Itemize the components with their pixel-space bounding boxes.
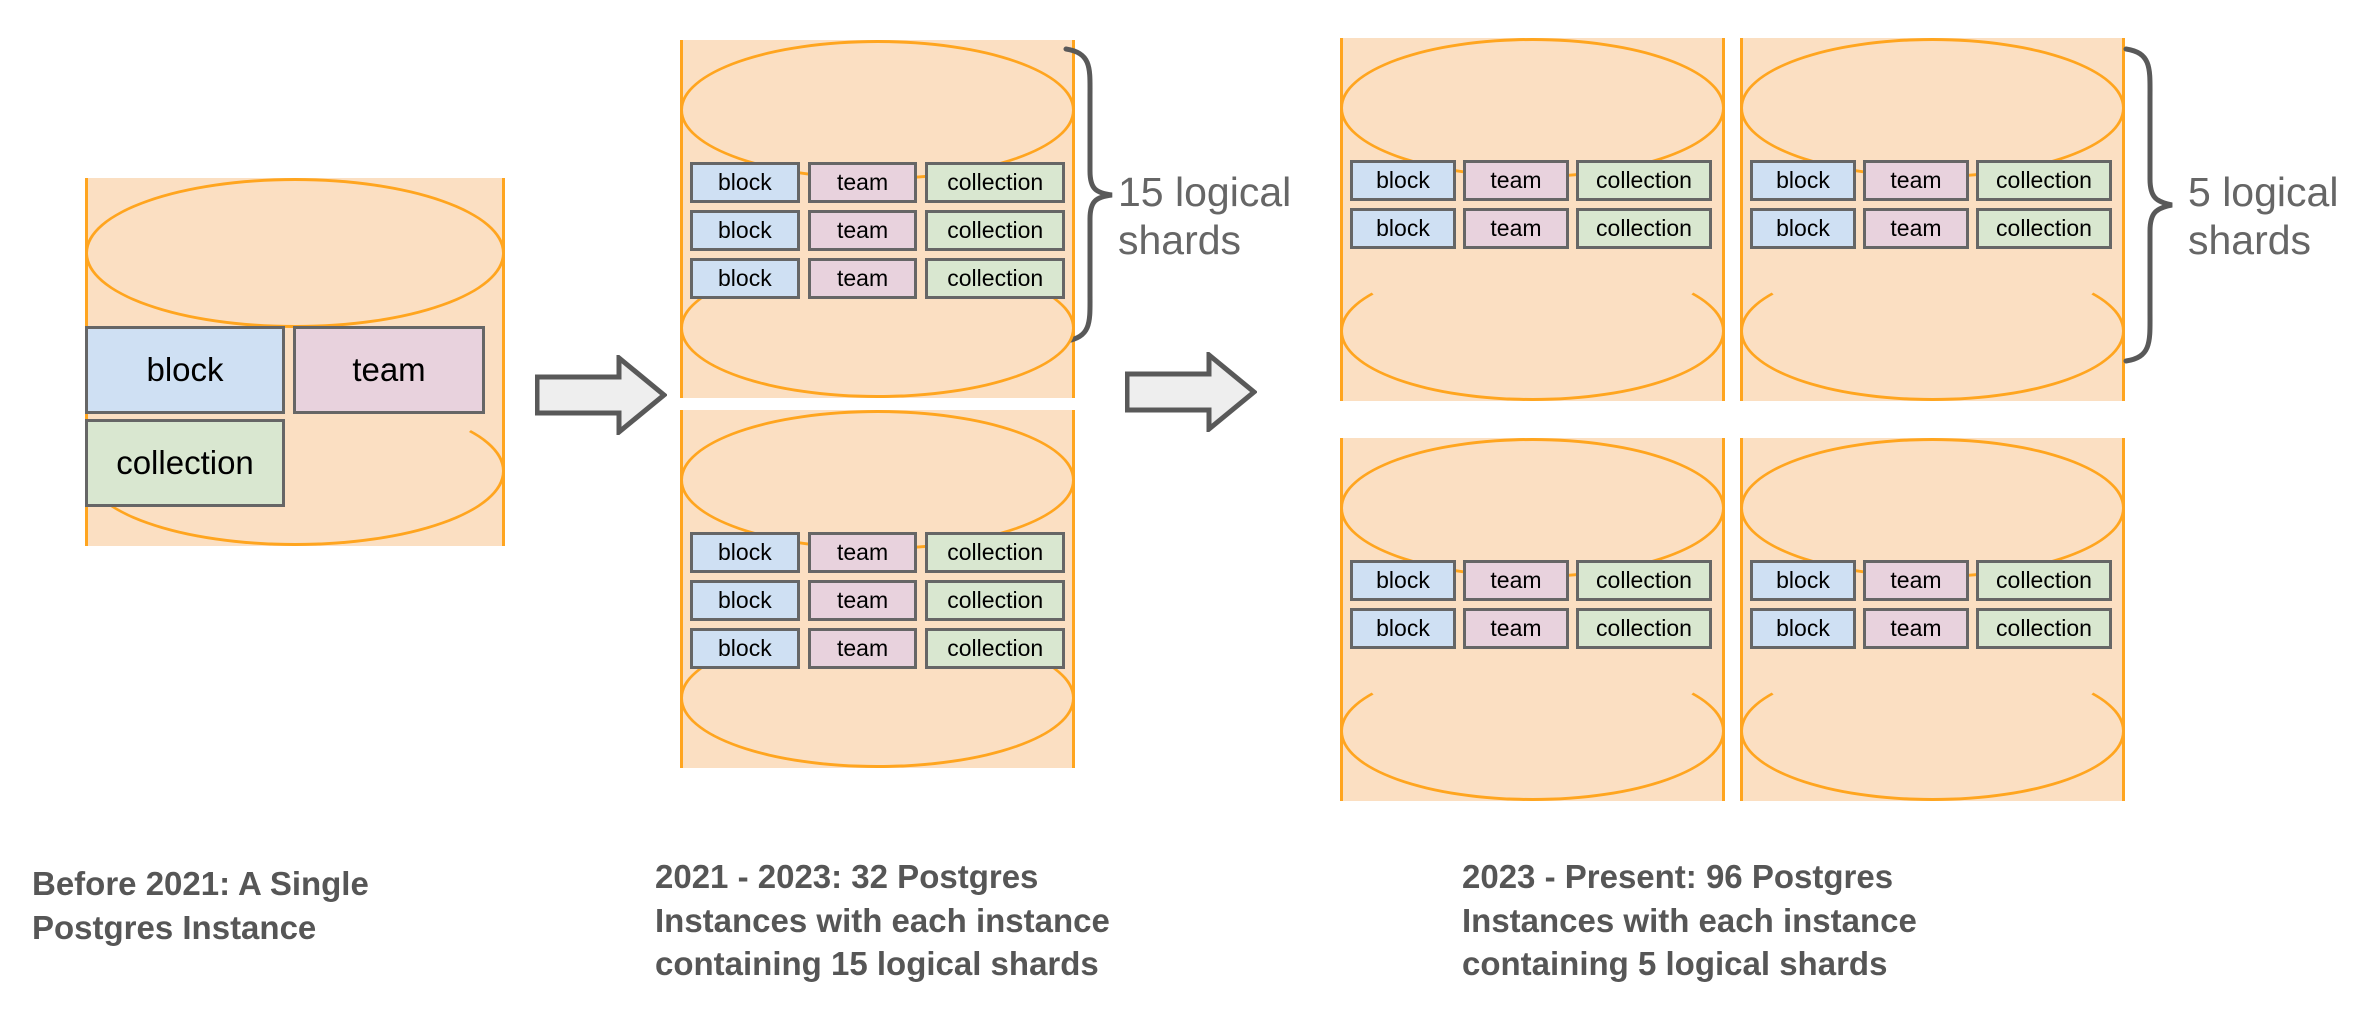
table-box-collection: collection (1976, 160, 2112, 201)
cylinder-top-cap (85, 178, 505, 328)
table-box-team: team (1463, 160, 1569, 201)
table-box-team: team (807, 258, 918, 299)
shard-row: block team collection (1750, 560, 2115, 601)
table-box-team: team (807, 628, 918, 669)
table-box-collection: collection (1976, 208, 2112, 249)
cylinder-top-cap (1740, 438, 2125, 578)
table-box-collection: collection (925, 210, 1066, 251)
table-box-team: team (1463, 608, 1569, 649)
table-box-block: block (1750, 208, 1856, 249)
table-box-collection: collection (925, 162, 1066, 203)
table-box-collection: collection (85, 419, 285, 507)
right-arrow-icon (534, 352, 668, 438)
table-box-team: team (1863, 160, 1969, 201)
cylinder-instance-2023-a: block team collection block team collect… (1340, 38, 1725, 401)
shard-row: block team collection (1350, 608, 1715, 649)
table-box-block: block (1750, 608, 1856, 649)
shard-grid: block team collection block team collect… (1750, 560, 2115, 656)
shard-row: block team collection (690, 580, 1066, 621)
table-box-team: team (1863, 560, 1969, 601)
table-box-team: team (807, 162, 918, 203)
shard-row: block team collection (1750, 608, 2115, 649)
table-box-team: team (807, 210, 918, 251)
shard-row: block team collection (1350, 160, 1715, 201)
cylinder-instance-2023-c: block team collection block team collect… (1340, 438, 1725, 801)
table-box-collection: collection (1976, 608, 2112, 649)
shard-row: block team collection (1350, 560, 1715, 601)
shard-row: block team collection (690, 162, 1066, 203)
shard-row: block team collection (690, 532, 1066, 573)
shards-count-label-15: 15 logical shards (1118, 169, 1292, 264)
table-box-team: team (1863, 208, 1969, 249)
cylinder-instance-2023-b: block team collection block team collect… (1740, 38, 2125, 401)
table-box-collection: collection (1576, 608, 1712, 649)
table-box-block: block (1350, 560, 1456, 601)
cylinder-top-cap (680, 410, 1075, 550)
shard-grid: block team collection block team collect… (1350, 560, 1715, 656)
table-box-block: block (690, 162, 800, 203)
shard-row: block team collection (690, 628, 1066, 669)
cylinder-bottom-cap (1340, 661, 1725, 801)
cylinder-top-cap (680, 40, 1075, 180)
shard-row: block team collection (690, 258, 1066, 299)
caption-2023-present: 2023 - Present: 96 Postgres Instances wi… (1462, 858, 1917, 983)
shard-grid: block team collection block team collect… (690, 162, 1066, 306)
table-box-team: team (1863, 608, 1969, 649)
table-box-block: block (1350, 208, 1456, 249)
shard-row: block team collection (690, 210, 1066, 251)
shard-row: collection (85, 419, 505, 507)
cylinder-bottom-cap (1340, 261, 1725, 401)
cylinder-instance-2021-a: block team collection block team collect… (680, 40, 1075, 398)
table-box-block: block (690, 532, 800, 573)
cylinder-bottom-cap (1740, 261, 2125, 401)
shard-grid: block team collection (85, 326, 505, 512)
table-box-block: block (690, 580, 800, 621)
shard-row: block team collection (1350, 208, 1715, 249)
table-box-block: block (1350, 608, 1456, 649)
shard-grid: block team collection block team collect… (1350, 160, 1715, 256)
table-box-collection: collection (1576, 208, 1712, 249)
cylinder-instance-2021-b: block team collection block team collect… (680, 410, 1075, 768)
shard-row: block team collection (1750, 160, 2115, 201)
shard-row: block team (85, 326, 505, 414)
shard-row: block team collection (1750, 208, 2115, 249)
caption-before-2021: Before 2021: A Single Postgres Instance (32, 865, 369, 946)
shards-count-label-5: 5 logical shards (2188, 169, 2339, 264)
shard-grid: block team collection block team collect… (1750, 160, 2115, 256)
cylinder-bottom-cap (1740, 661, 2125, 801)
table-box-collection: collection (925, 532, 1066, 573)
table-box-block: block (85, 326, 285, 414)
table-box-team: team (807, 532, 918, 573)
table-box-team: team (1463, 208, 1569, 249)
curly-brace-icon (2122, 45, 2176, 365)
table-box-block: block (690, 258, 800, 299)
caption-2021-2023: 2021 - 2023: 32 Postgres Instances with … (655, 858, 1110, 983)
cylinder-instance-2023-d: block team collection block team collect… (1740, 438, 2125, 801)
table-box-collection: collection (925, 258, 1066, 299)
table-box-collection: collection (925, 628, 1066, 669)
table-box-block: block (690, 628, 800, 669)
table-box-collection: collection (1576, 160, 1712, 201)
right-arrow-icon (1124, 349, 1258, 435)
table-box-block: block (690, 210, 800, 251)
table-box-block: block (1350, 160, 1456, 201)
table-box-block: block (1750, 560, 1856, 601)
cylinder-top-cap (1340, 438, 1725, 578)
table-box-collection: collection (1576, 560, 1712, 601)
table-box-collection: collection (1976, 560, 2112, 601)
cylinder-top-cap (1740, 38, 2125, 178)
cylinder-top-cap (1340, 38, 1725, 178)
table-box-team: team (1463, 560, 1569, 601)
cylinder-single-postgres-instance: block team collection (85, 178, 505, 546)
table-box-block: block (1750, 160, 1856, 201)
curly-brace-icon (1062, 45, 1116, 345)
table-box-team: team (807, 580, 918, 621)
shard-grid: block team collection block team collect… (690, 532, 1066, 676)
table-box-collection: collection (925, 580, 1066, 621)
table-box-team: team (293, 326, 485, 414)
